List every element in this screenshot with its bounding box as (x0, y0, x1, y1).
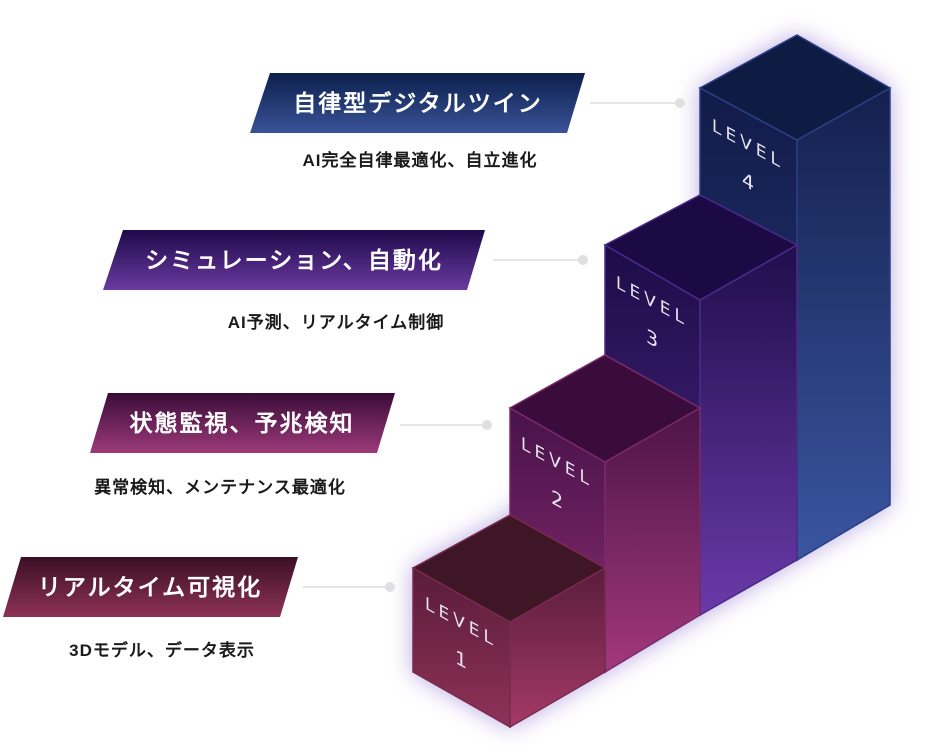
level-2-number: 2 (551, 485, 563, 514)
level-3-description: AI予測、リアルタイム制御 (228, 312, 445, 332)
level-2-description: 異常検知、メンテナンス最適化 (94, 477, 346, 497)
level-3-banner: シミュレーション、自動化 (103, 230, 485, 290)
level-4-description: AI完全自律最適化、自立進化 (303, 150, 538, 170)
level-4-banner: 自律型デジタルツイン (250, 73, 585, 133)
connector-dot-1 (385, 582, 395, 592)
connectors (303, 98, 685, 592)
level-3-number: 3 (646, 324, 658, 353)
level-2-banner: 状態監視、予兆検知 (90, 393, 395, 453)
level-1-number: 1 (455, 645, 467, 674)
level-1-description: 3Dモデル、データ表示 (69, 640, 255, 660)
connector-dot-4 (675, 98, 685, 108)
connector-dot-2 (482, 420, 492, 430)
level-1-title: リアルタイム可視化 (38, 574, 262, 600)
level-4-number: 4 (742, 167, 754, 196)
level-4-title: 自律型デジタルツイン (293, 90, 543, 116)
level-3-title: シミュレーション、自動化 (145, 247, 443, 273)
level-1-banner: リアルタイム可視化 (3, 557, 298, 617)
level-2-title: 状態監視、予兆検知 (130, 410, 355, 436)
level-1-block: LEVEL 1 (411, 514, 607, 729)
connector-dot-3 (578, 255, 588, 265)
